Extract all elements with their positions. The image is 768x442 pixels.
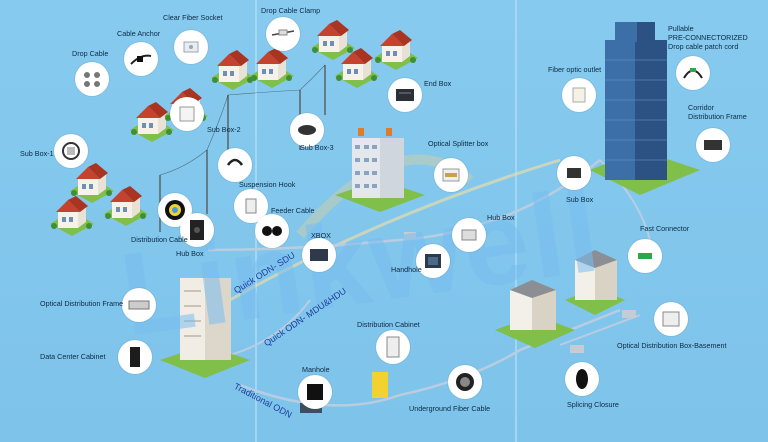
- clear-fiber-socket-icon: [174, 30, 208, 64]
- label-optical-splitter-box: Optical Splitter box: [428, 140, 488, 147]
- label-sub-box-1: Sub Box-1: [20, 150, 54, 157]
- basement-box: [622, 310, 636, 318]
- xbox-icon: [302, 238, 336, 272]
- label-cable-anchor: Cable Anchor: [117, 30, 160, 37]
- sub-box-3-icon: [290, 113, 324, 147]
- label-distribution-cabinet: Distribution Cabinet: [357, 321, 420, 328]
- odb-basement-icon: [654, 302, 688, 336]
- hub-box-right-icon: [452, 218, 486, 252]
- label-drop-patch-cord: Drop cable patch cord: [668, 43, 738, 50]
- label-splicing-closure: Splicing Closure: [567, 401, 619, 408]
- label-optical-distribution-frame: Optical Distribution Frame: [40, 300, 123, 307]
- cable-anchor-icon: [124, 42, 158, 76]
- label-end-box: End Box: [424, 80, 451, 87]
- manhole-icon: [298, 375, 332, 409]
- end-box-icon: [388, 78, 422, 112]
- label-suspension-hook: Suspension Hook: [239, 181, 295, 188]
- label-underground-fiber-cable: Underground Fiber Cable: [409, 405, 490, 412]
- label-manhole: Manhole: [302, 366, 330, 373]
- label-sub-box-3: Sub Box-3: [300, 144, 334, 151]
- label-fast-connector: Fast Connector: [640, 225, 689, 232]
- label-hub-box-left: Hub Box: [176, 250, 204, 257]
- label-distribution-frame: Distribution Frame: [688, 113, 747, 120]
- label-handhole: Handhole: [391, 266, 422, 273]
- label-drop-cable: Drop Cable: [72, 50, 108, 57]
- optical-distribution-frame-icon: [122, 288, 156, 322]
- fast-connector-icon: [628, 239, 662, 273]
- label-sub-box-2: Sub Box-2: [207, 126, 241, 133]
- label-odb-basement: Optical Distribution Box-Basement: [617, 342, 726, 349]
- fiber-optic-outlet-icon: [562, 78, 596, 112]
- corridor-distribution-frame-icon: [696, 128, 730, 162]
- label-sub-box-right: Sub Box: [566, 196, 593, 203]
- label-corridor: Corridor: [688, 104, 714, 111]
- underground-fiber-cable-icon: [448, 365, 482, 399]
- label-clear-fiber-socket: Clear Fiber Socket: [163, 14, 223, 21]
- label-hub-box-right: Hub Box: [487, 214, 515, 221]
- feeder-cable-icon: [255, 214, 289, 248]
- label-distribution-cable: Distribution Cable: [131, 236, 188, 243]
- label-xbox: XBOX: [311, 232, 331, 239]
- label-pre-connectorized: PRE-CONNECTORIZED: [668, 34, 748, 41]
- sub-box-1-icon: [54, 134, 88, 168]
- label-fiber-optic-outlet: Fiber optic outlet: [548, 66, 601, 73]
- data-center-cabinet-icon: [118, 340, 152, 374]
- basement-box: [570, 345, 584, 353]
- label-feeder-cable: Feeder Cable: [271, 207, 315, 214]
- drop-cable-icon: [75, 62, 109, 96]
- suspension-hook-icon: [218, 148, 252, 182]
- splicing-closure-icon: [565, 362, 599, 396]
- sub-box-right-icon: [557, 156, 591, 190]
- drop-patch-cord-icon: [676, 56, 710, 90]
- sub-box-2-icon: [170, 97, 204, 131]
- label-data-center-cabinet: Data Center Cabinet: [40, 353, 106, 360]
- distribution-cabinet-icon: [376, 330, 410, 364]
- label-pullable: Pullable: [668, 25, 694, 32]
- optical-splitter-box-icon: [434, 158, 468, 192]
- label-drop-cable-clamp: Drop Cable Clamp: [261, 7, 320, 14]
- drop-cable-clamp-icon: [266, 17, 300, 51]
- distribution-cabinet-shape: [372, 372, 388, 398]
